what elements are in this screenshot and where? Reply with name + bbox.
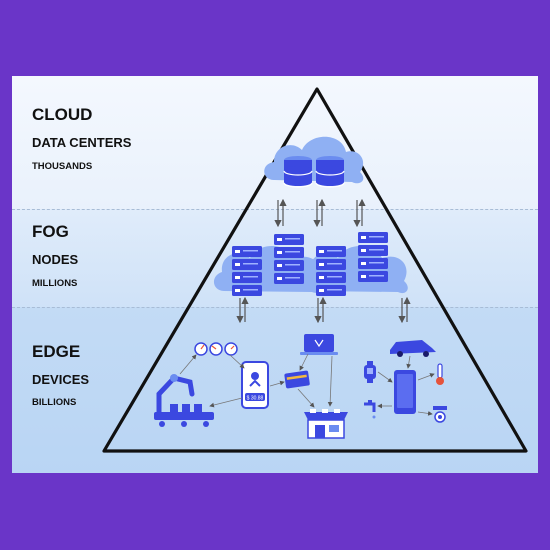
smartphone-icon: $ 30.88 (241, 361, 269, 409)
edge-subtitle: DEVICES (32, 372, 90, 387)
edge-title: EDGE (32, 342, 81, 361)
cloud-subtitle: DATA CENTERS (32, 135, 132, 150)
thermometer-icon (436, 363, 444, 385)
faucet-icon (364, 400, 376, 419)
camera-icon (433, 406, 447, 423)
fog-subtitle: NODES (32, 252, 79, 267)
robot-arm-icon (154, 374, 214, 427)
fog-count: MILLIONS (32, 278, 78, 289)
edge-count: BILLIONS (32, 397, 77, 408)
smartwatch-icon (364, 361, 376, 383)
car-icon (390, 340, 436, 357)
edge-left-connections (179, 354, 245, 408)
gauges-icon (194, 342, 238, 356)
laptop-icon (300, 334, 338, 355)
fog-edge-divider (12, 307, 538, 308)
fog-nodes-group (213, 232, 408, 296)
fog-title: FOG (32, 222, 69, 241)
fog-edge-arrows (236, 296, 411, 324)
pyramid-diagram: $ 30.88 (102, 87, 528, 453)
edge-right-connections (377, 355, 435, 416)
tablet-icon (394, 370, 416, 414)
storefront-icon (304, 409, 348, 439)
cloud-title: CLOUD (32, 105, 93, 124)
credit-card-icon (284, 370, 310, 389)
diagram-panel: CLOUD DATA CENTERS THOUSANDS FOG NODES M… (12, 76, 538, 473)
cloud-database-icon (264, 136, 364, 188)
pyramid-outline (102, 87, 528, 453)
cloud-fog-divider (12, 209, 538, 210)
edge-band (12, 307, 538, 473)
cloud-count: THOUSANDS (32, 161, 93, 172)
edge-middle-connections (269, 353, 333, 408)
cloud-band (12, 76, 538, 209)
phone-display-text: $ 30.88 (247, 396, 264, 402)
cloud-fog-arrows (274, 198, 366, 228)
